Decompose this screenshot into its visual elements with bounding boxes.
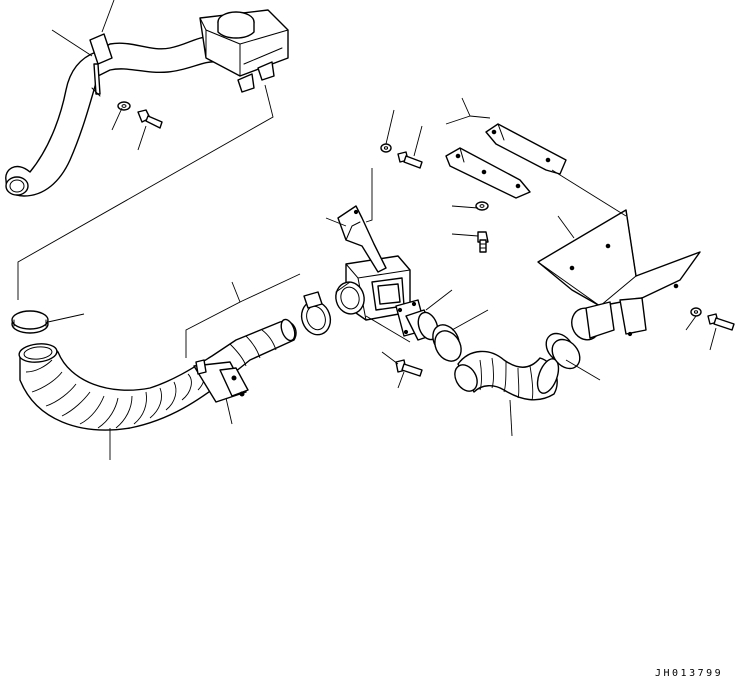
upper-curved-hose <box>5 36 219 197</box>
right-clamp-ring <box>545 332 581 370</box>
right-tray-bolt <box>707 313 735 331</box>
lower-left-clamp-ring <box>11 310 49 334</box>
lower-center-bolt <box>395 359 423 377</box>
center-washer <box>380 143 392 153</box>
upper-duct-housing <box>199 9 289 93</box>
right-tray-housing <box>537 209 701 341</box>
leader-lines <box>47 0 717 460</box>
lower-ribbed-duct <box>18 318 297 431</box>
upper-right-bracket <box>445 123 567 199</box>
short-elbow-hose <box>454 350 560 401</box>
upper-washer <box>117 101 131 111</box>
center-bolt <box>397 151 423 169</box>
upper-right-bolt <box>477 231 489 253</box>
upper-right-washer <box>475 201 489 211</box>
upper-bolt <box>137 109 163 129</box>
upper-hose-clamp <box>89 33 113 97</box>
center-hose-clamp <box>300 291 332 336</box>
right-tray-washer <box>690 307 702 317</box>
right-hose-clamp <box>432 324 462 362</box>
center-mounting-bracket <box>337 205 387 273</box>
lower-duct-clamp <box>193 359 249 403</box>
drawing-code-label: JH013799 <box>655 668 724 679</box>
assembly-bracket-line <box>17 84 274 300</box>
